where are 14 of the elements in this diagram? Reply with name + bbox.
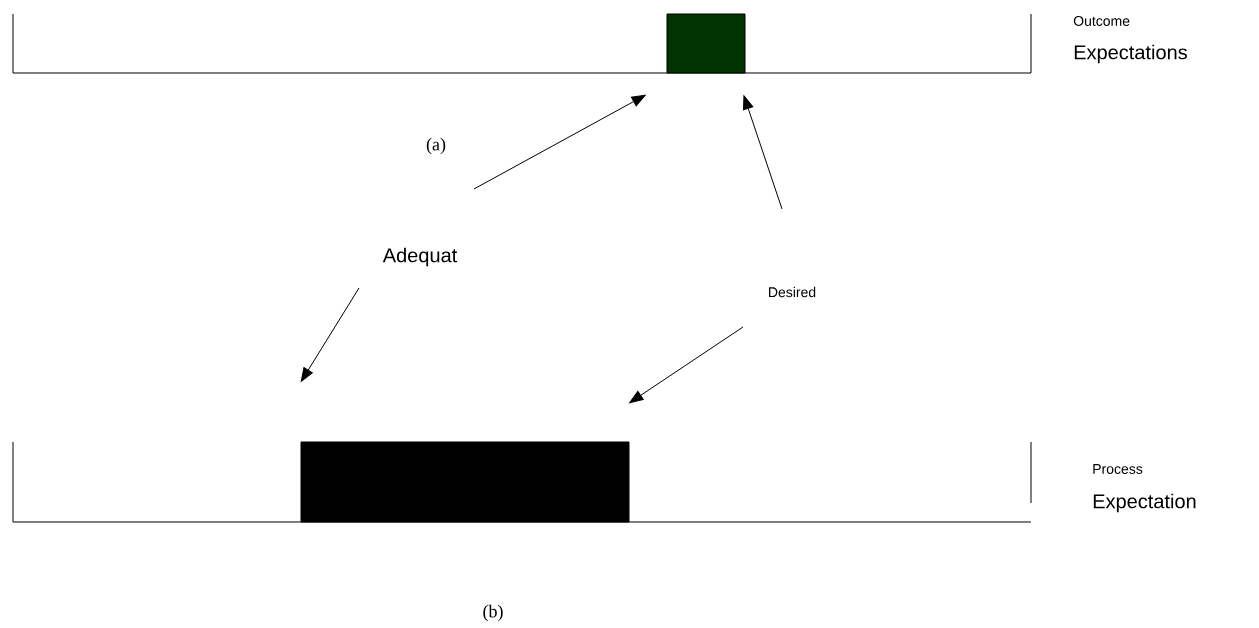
- process-bar: [300, 441, 630, 523]
- scale-label: Process: [1093, 464, 1143, 474]
- arrow-label: Adequat: [382, 247, 458, 267]
- arrow: [300, 287, 360, 382]
- scale-label: Expectations: [1074, 44, 1187, 64]
- outcome-box: [666, 13, 746, 74]
- arrow-label: Desired: [769, 286, 816, 298]
- panel-label: (a): [426, 137, 446, 155]
- arrow: [629, 326, 744, 404]
- arrow: [742, 95, 783, 210]
- scale-label: Outcome: [1073, 16, 1130, 26]
- scale-label: Expectation: [1093, 493, 1196, 513]
- panel-label: (b): [483, 604, 503, 622]
- arrow: [473, 94, 646, 190]
